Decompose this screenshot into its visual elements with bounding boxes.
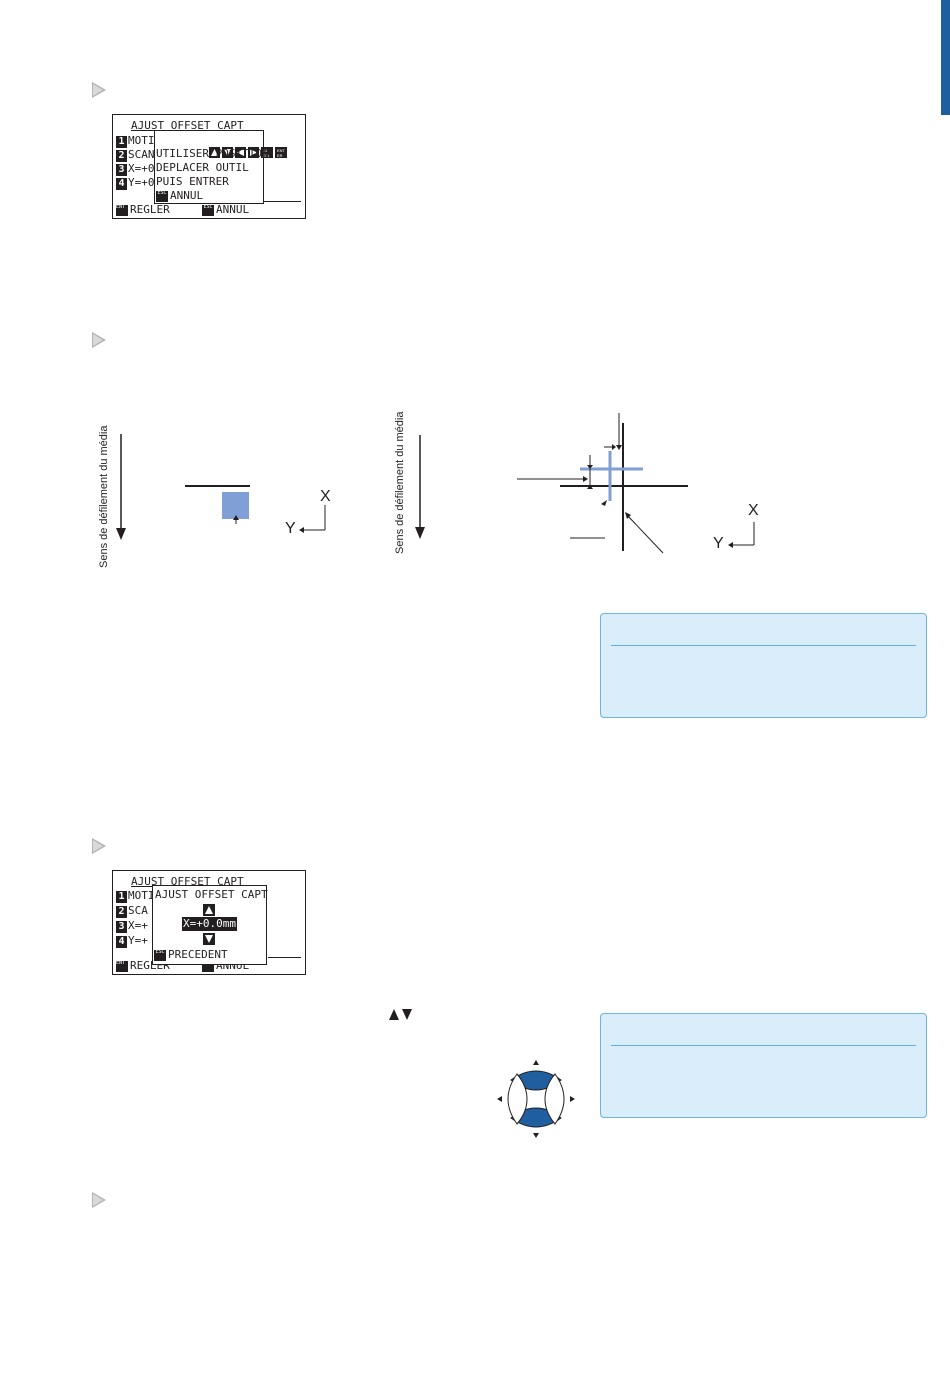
- note-rule: [611, 1045, 916, 1046]
- popup-line-2: DEPLACER OUTIL: [156, 161, 249, 174]
- media-direction-arrowhead-left: [116, 528, 126, 540]
- axis-y-label-right: Y: [713, 535, 724, 552]
- directional-keypad-icon: [497, 1060, 575, 1138]
- diagram-left: [116, 434, 326, 540]
- up-arrow-icon: [203, 904, 215, 916]
- popup-title: AJUST OFFSET CAPT: [155, 888, 268, 901]
- lcd-footer-left: ENT ERREGLER: [116, 203, 170, 216]
- svg-text:GN: GN: [263, 153, 269, 158]
- enter-key-icon: ENT ER: [116, 204, 128, 216]
- svg-text:ENT: ENT: [277, 148, 286, 153]
- step-marker-4: [92, 1192, 106, 1208]
- lcd-title: AJUST OFFSET CAPT: [131, 119, 244, 132]
- lcd-title: AJUST OFFSET CAPT: [131, 875, 244, 888]
- origin-leader: [626, 514, 664, 554]
- media-direction-arrowhead-right: [415, 527, 425, 539]
- svg-text:ER: ER: [277, 153, 283, 158]
- down-arrow-icon: [203, 933, 215, 945]
- axis-x-label-right: X: [748, 502, 759, 519]
- keypad-right-key: [544, 1073, 565, 1125]
- step-marker-1: [92, 82, 106, 98]
- lcd-footer-divider: [268, 957, 301, 958]
- svg-text:AL: AL: [263, 148, 269, 153]
- popup-line-3: PUIS ENTRER: [156, 175, 229, 188]
- page-edge-tab: [941, 0, 950, 115]
- axis-x-label-left: X: [320, 488, 331, 505]
- note-box-1: [600, 613, 927, 718]
- popup-value: X=+0.0mm: [182, 917, 237, 931]
- diagram-right: [415, 413, 755, 554]
- step-marker-3: [92, 838, 106, 854]
- note-rule: [611, 645, 916, 646]
- keypad-left-key: [507, 1073, 528, 1125]
- note-box-2: [600, 1013, 927, 1118]
- lcd-footer-divider: [263, 201, 301, 202]
- axis-y-label-left: Y: [285, 520, 296, 537]
- sensor-square: [222, 492, 249, 519]
- up-down-arrows-icon: [389, 1009, 412, 1020]
- popup-line-1: UTILISER POSITION: [156, 147, 269, 160]
- media-direction-label-left: Sens de défilement du média: [98, 425, 110, 568]
- enter-key-icon: ENT ER: [116, 960, 128, 972]
- esc-key-icon: ESC: [202, 204, 214, 216]
- esc-key-icon: ESC: [156, 190, 168, 202]
- step-marker-2: [92, 332, 106, 348]
- esc-key-icon: ESC: [154, 949, 166, 961]
